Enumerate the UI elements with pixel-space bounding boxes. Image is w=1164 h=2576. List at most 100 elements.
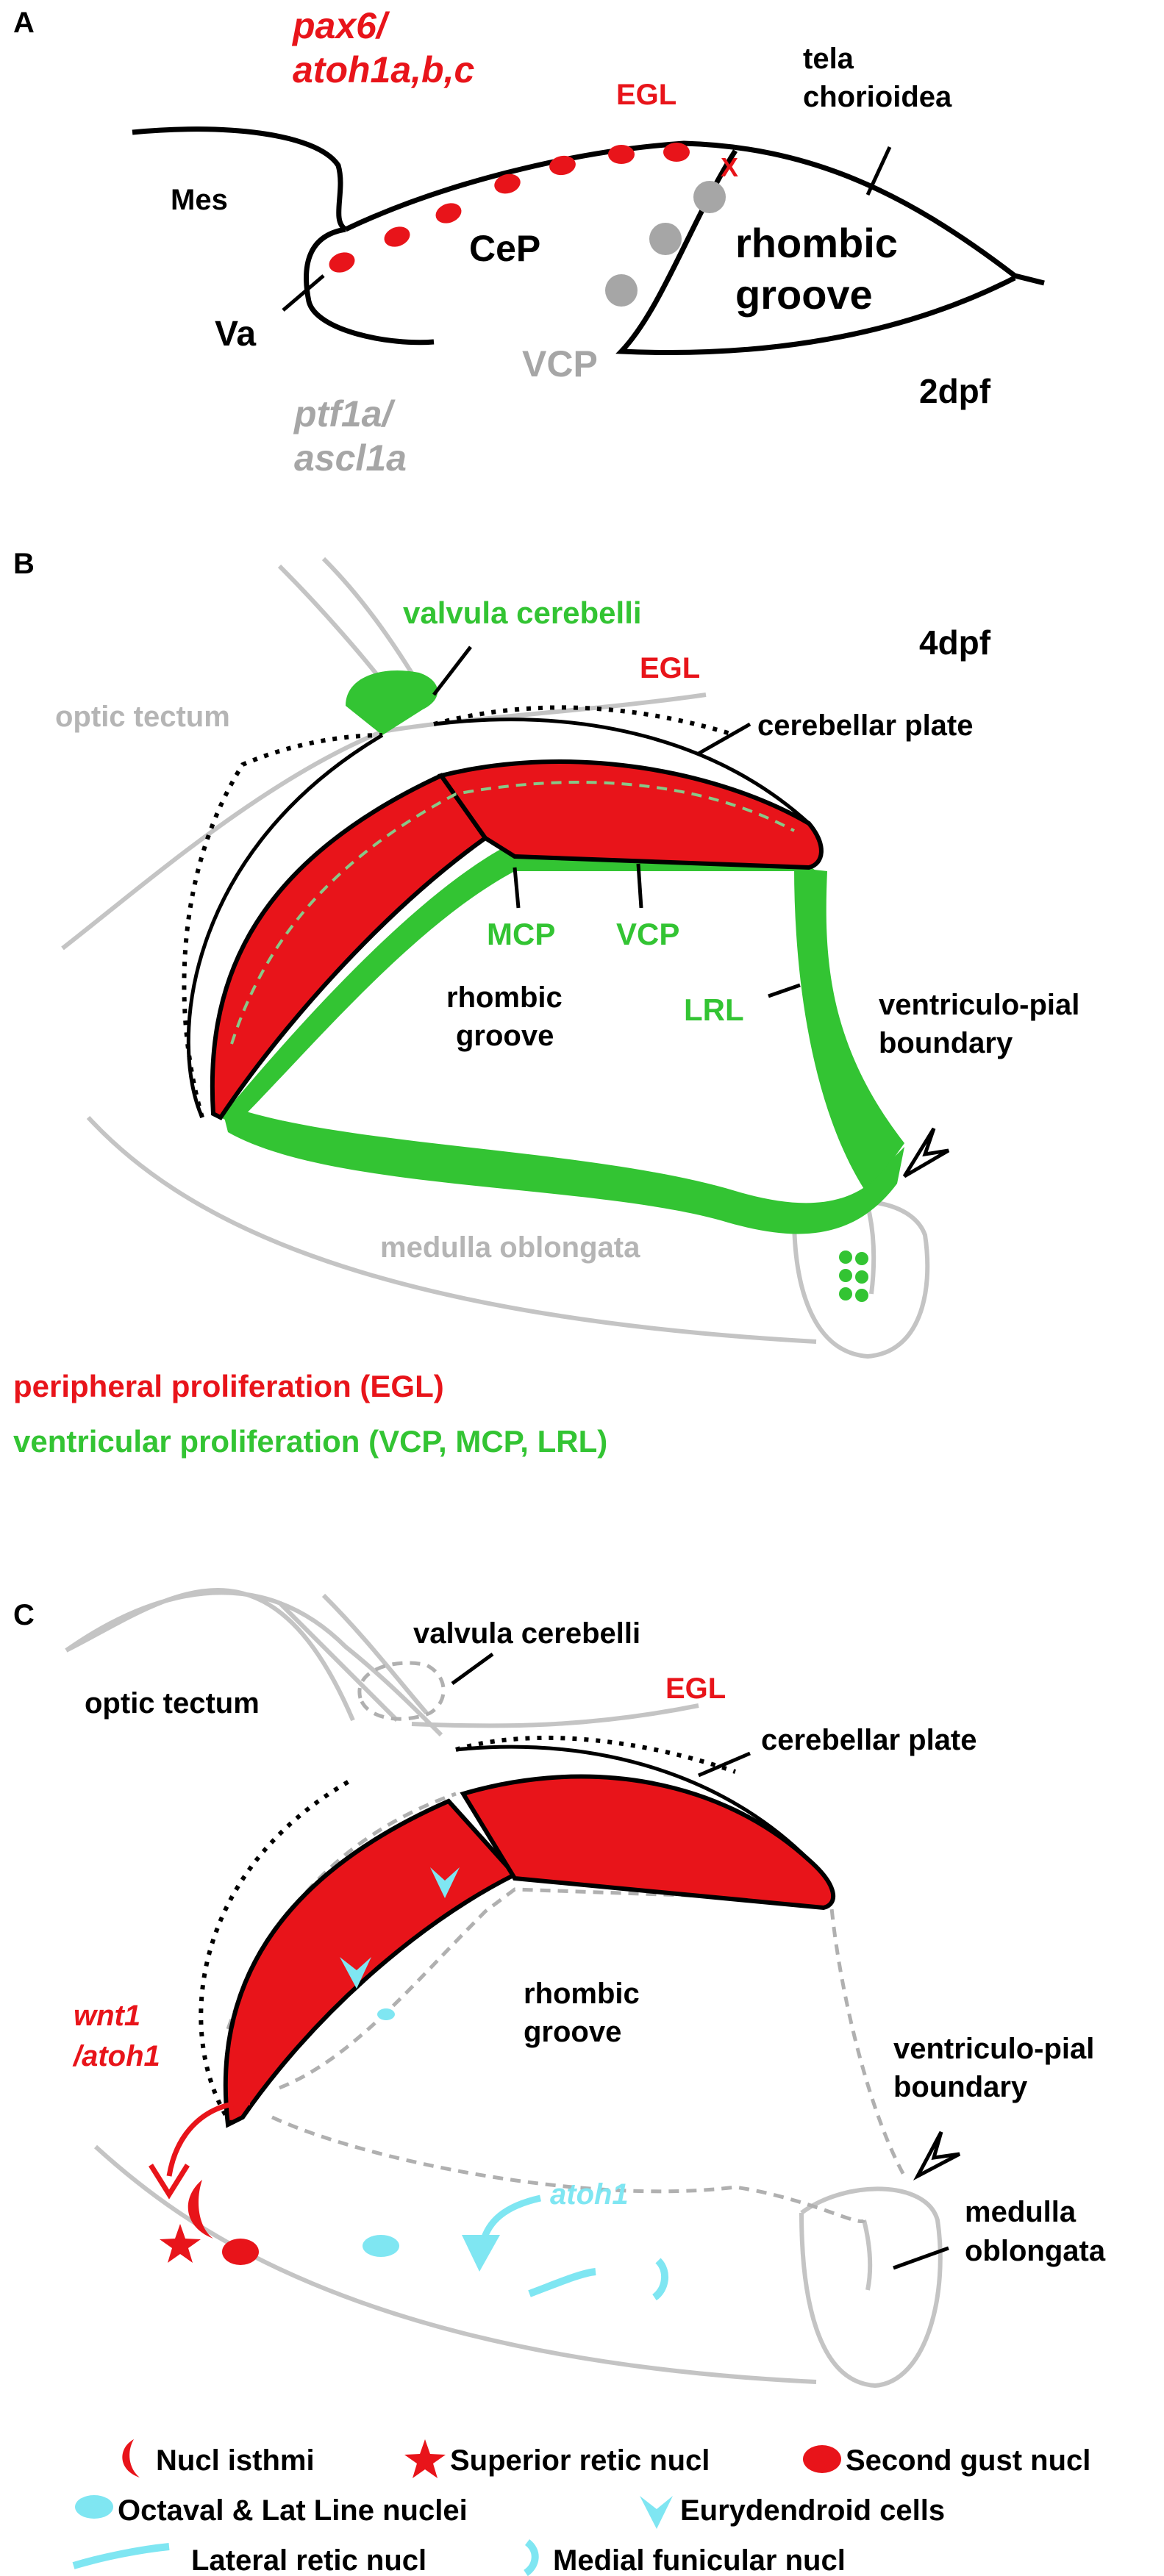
panel-c: C (13, 1588, 1106, 2389)
panel-a-mes: Mes (171, 184, 228, 216)
panel-b: B (13, 548, 1079, 1459)
lrl-cell (839, 1287, 852, 1300)
panel-b-dashed-lines (182, 705, 810, 1119)
panel-b-cerebellar-plate-pointer (697, 722, 751, 756)
panel-b-mcp-pointer (513, 867, 521, 909)
panel-c-egl-right-plate (460, 1774, 836, 1911)
panel-b-ventricle-cleft (865, 1205, 876, 1295)
panel-c-medial-funicular (651, 2258, 669, 2301)
egl-dot (549, 155, 576, 176)
panel-c-background-structures (65, 1588, 943, 2389)
panel-a-egl-dots (329, 143, 690, 273)
panel-b-lower-band (221, 1103, 904, 1234)
panel-b-valvula-pointer (432, 645, 472, 696)
panel-c-optic-tectum-outline (65, 1588, 443, 1737)
lrl-cell (855, 1289, 868, 1302)
panel-a-rhombic: rhombic (735, 220, 898, 266)
panel-b-mcp: MCP (487, 917, 555, 951)
legend-second-gust: Second gust nucl (846, 2444, 1090, 2477)
panel-c-lateral-retic (528, 2268, 596, 2297)
panel-b-lrl-band (794, 867, 904, 1195)
panel-a-tela-pointer (865, 146, 892, 196)
panel-a-letter: A (13, 7, 35, 39)
panel-b-lrl: LRL (684, 992, 744, 1027)
panel-c-legend: Nucl isthmi Superior retic nucl Second g… (72, 2439, 1090, 2576)
panel-c-wnt1-arrowhead (149, 2164, 190, 2200)
egl-dot (608, 145, 635, 164)
panel-b-ventriculo-pial-arrowhead (902, 1127, 950, 1178)
panel-b-legend-green: ventricular proliferation (VCP, MCP, LRL… (13, 1424, 607, 1459)
panel-c-superior-retic (160, 2224, 201, 2263)
panel-a-egl-label: EGL (616, 79, 676, 111)
legend-lateral-retic: Lateral retic nucl (191, 2544, 426, 2576)
legend-eurydendroid: Eurydendroid cells (680, 2494, 945, 2527)
panel-c-vp-2: boundary (893, 2071, 1028, 2103)
panel-b-egl-inner-dashed (230, 781, 795, 1045)
panel-c-egl: EGL (665, 1672, 726, 1705)
egl-dot (663, 143, 690, 162)
panel-b-vp-1: ventriculo-pial (879, 989, 1079, 1021)
panel-a-x-mark: X (721, 152, 738, 182)
panel-b-valvula-green (346, 670, 438, 735)
panel-c-second-gust (222, 2239, 259, 2265)
panel-a-cerebellar-outline (304, 140, 1045, 346)
panel-c-valvula-pointer (451, 1652, 494, 1686)
panel-b-cerebellar-plate-solid (186, 718, 810, 1119)
panel-c-ventriculo-pial-arrowhead (913, 2130, 961, 2181)
panel-c-groove-dashed (271, 1887, 907, 2223)
panel-c-valvula: valvula cerebelli (413, 1617, 640, 1650)
lrl-cell (839, 1269, 852, 1282)
eurydendroid-cell (430, 1867, 460, 1898)
legend-superior-retic-icon (404, 2439, 446, 2478)
panel-a-tela-1: tela (803, 43, 854, 75)
eurydendroid-cell (340, 1957, 371, 1989)
legend-nucl-isthmi: Nucl isthmi (156, 2444, 315, 2477)
panel-b-green-zones (221, 670, 904, 1302)
panel-c-cerebellar-plate-dotted (199, 1735, 736, 2126)
legend-nucl-isthmi-icon (122, 2439, 140, 2477)
vcp-dot (605, 274, 638, 307)
panel-c-atoh1-red: /atoh1 (72, 2040, 160, 2072)
panel-b-groove: groove (456, 1020, 554, 1052)
panel-c-tectum-line (411, 1703, 699, 1728)
panel-a-tela-2: chorioidea (803, 81, 952, 113)
panel-c-cerebellar-plate: cerebellar plate (761, 1724, 977, 1756)
panel-c-atoh1-arrowhead (462, 2235, 500, 2272)
panel-c-valvula-dashed (357, 1661, 446, 1721)
panel-b-optic-tectum: optic tectum (55, 701, 230, 733)
panel-c-letter: C (13, 1599, 35, 1631)
panel-a-va-pointer (282, 274, 325, 312)
panel-c-rhombic: rhombic (524, 1978, 640, 2010)
panel-b-egl-plates (210, 759, 824, 1120)
panel-a-gene-red-1: pax6/ (291, 5, 390, 46)
panel-a-gene-grey-2: ascl1a (294, 437, 407, 479)
panel-b-vcp-pointer (636, 863, 643, 909)
eurydendroid-cell-small (377, 2008, 395, 2020)
panel-b-cerebellar-plate: cerebellar plate (757, 709, 974, 742)
panel-c-atoh1: atoh1 (550, 2178, 629, 2211)
panel-b-legend-red: peripheral proliferation (EGL) (13, 1369, 444, 1403)
panel-b-egl-label: EGL (640, 652, 700, 684)
panel-c-wnt1: wnt1 (74, 2000, 140, 2032)
panel-c-optic-tectum: optic tectum (85, 1687, 260, 1720)
panel-c-eurydendroid-cells (340, 1867, 460, 2020)
panel-b-valvula-label: valvula cerebelli (403, 595, 642, 630)
lrl-cell (855, 1252, 868, 1265)
legend-octaval: Octaval & Lat Line nuclei (118, 2494, 468, 2527)
legend-lateral-retic-icon (72, 2543, 170, 2569)
egl-dot (494, 173, 521, 194)
legend-superior-retic: Superior retic nucl (450, 2444, 710, 2477)
panel-b-egl-right-plate (438, 759, 824, 870)
panel-c-medulla-2: oblongata (965, 2235, 1106, 2267)
panel-c-medulla-pointer (893, 2246, 949, 2270)
panel-a-vcp-dots (605, 181, 726, 307)
panel-c-medulla-outline (93, 2144, 943, 2389)
panel-a-va: Va (215, 315, 256, 354)
legend-medial-funicular: Medial funicular nucl (553, 2544, 846, 2576)
egl-dot (384, 226, 410, 247)
panel-c-cerebellar-plate-solid (455, 1745, 810, 1861)
panel-c-ventricle-cleft (862, 2219, 873, 2291)
panel-c-medulla-1: medulla (965, 2196, 1076, 2228)
panel-c-wnt1-arrow (166, 2100, 251, 2177)
